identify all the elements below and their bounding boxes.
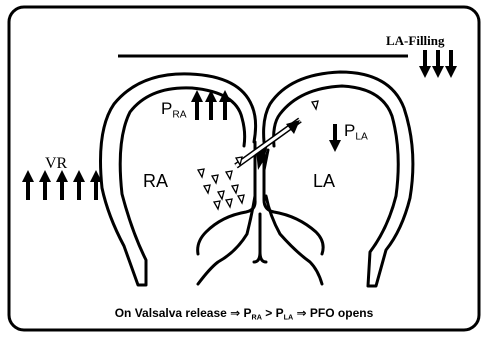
la-filling-label: LA-Filling bbox=[386, 34, 445, 47]
p-la-sub: LA bbox=[355, 132, 367, 143]
ra-label: RA bbox=[143, 172, 168, 190]
caption-sub1: RA bbox=[252, 313, 262, 322]
caption-sub2: LA bbox=[284, 313, 294, 322]
down-arrow-icon bbox=[445, 50, 457, 78]
pra-up-arrows bbox=[191, 90, 231, 120]
la-filling-arrows bbox=[419, 50, 457, 78]
left-atrium-wall bbox=[264, 72, 413, 286]
p-ra-main: P bbox=[161, 99, 172, 118]
la-label: LA bbox=[313, 172, 335, 190]
p-ra-sub: RA bbox=[172, 110, 186, 121]
up-arrow-icon bbox=[39, 170, 51, 200]
vr-up-arrows bbox=[22, 170, 102, 200]
p-la-main: P bbox=[344, 121, 355, 140]
down-arrow-icon bbox=[432, 50, 444, 78]
vr-label: VR bbox=[45, 156, 67, 172]
up-arrow-icon bbox=[205, 90, 217, 120]
caption-part1: On Valsalva release ⇒ P bbox=[115, 306, 252, 320]
up-arrow-icon bbox=[22, 170, 34, 200]
up-arrow-icon bbox=[73, 170, 85, 200]
p-la-label: PLA bbox=[344, 122, 368, 143]
caption-part3: ⇒ PFO opens bbox=[293, 306, 373, 320]
down-arrow-icon bbox=[419, 50, 431, 78]
caption-part2: > P bbox=[262, 306, 284, 320]
p-ra-label: PRA bbox=[161, 100, 187, 121]
down-arrow-icon bbox=[329, 124, 341, 152]
pla-down-arrow bbox=[329, 124, 341, 152]
diagram-caption: On Valsalva release ⇒ PRA > PLA ⇒ PFO op… bbox=[0, 307, 488, 321]
up-arrow-icon bbox=[56, 170, 68, 200]
up-arrow-icon bbox=[191, 90, 203, 120]
